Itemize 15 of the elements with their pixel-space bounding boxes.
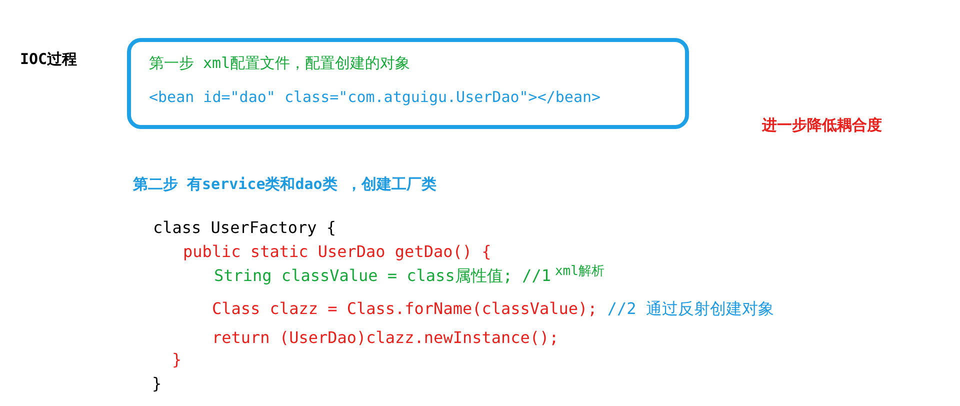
code-brace: }: [172, 350, 182, 369]
note-text: 进一步降低耦合度: [762, 116, 882, 135]
step-heading: 第二步 有service类和dao类 ，创建工厂类: [133, 175, 436, 194]
code-comment: //2 通过反射创建对象: [607, 299, 774, 320]
step-heading: 第一步 xml配置文件，配置创建的对象: [149, 54, 410, 73]
code-line: return (UserDao)clazz.newInstance();: [212, 328, 559, 347]
code-line: public static UserDao getDao() {: [183, 242, 492, 261]
rounded-box: [127, 38, 689, 129]
code-comment: xml解析: [554, 263, 604, 280]
code-line: class UserFactory {: [153, 218, 336, 237]
code-line: String classValue = class属性值; //1: [214, 266, 551, 287]
code-line: Class clazz = Class.forName(classValue);: [212, 299, 598, 318]
code-brace: }: [152, 374, 162, 393]
xml-code-line: <bean id="dao" class="com.atguigu.UserDao"></bean>: [149, 88, 601, 106]
title-text: IOC过程: [20, 50, 78, 69]
